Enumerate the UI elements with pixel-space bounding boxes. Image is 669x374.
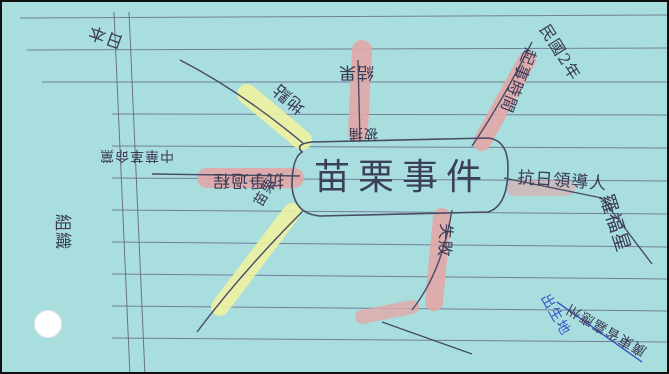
branch-highlights	[197, 40, 575, 324]
highlight-stroke	[473, 51, 536, 151]
branch-line	[179, 59, 305, 145]
highlight-stroke	[355, 300, 419, 324]
ruled-line	[26, 47, 667, 51]
ruled-line	[111, 241, 667, 248]
branch-lines	[151, 41, 653, 363]
center-oval	[291, 137, 509, 217]
branch-line	[471, 41, 533, 147]
ruled-line	[111, 337, 667, 343]
center-topic: 苗栗事件	[313, 157, 490, 198]
branch-line	[601, 197, 653, 265]
branch-line	[503, 177, 603, 199]
branch-line	[357, 59, 361, 143]
ruled-line	[111, 145, 667, 149]
branch-label: 結果	[338, 62, 374, 82]
highlight-stroke	[348, 40, 372, 142]
branch-label: 組織	[52, 214, 72, 250]
ruled-line	[19, 14, 667, 19]
branch-line	[151, 173, 301, 177]
branch-line	[196, 211, 303, 333]
branch-line	[381, 321, 473, 355]
margin-line-right	[128, 11, 146, 372]
ruled-line	[111, 273, 667, 280]
highlight-stroke	[237, 84, 312, 150]
branch-label: 失敗	[434, 222, 456, 259]
branch-line	[556, 301, 643, 363]
margin-line-left	[113, 11, 131, 372]
highlight-stroke	[425, 208, 451, 311]
branch-label: 中華革命黨	[99, 147, 174, 163]
binder-hole	[34, 310, 62, 338]
branch-line	[411, 209, 453, 311]
branch-label: 被捕	[348, 125, 378, 141]
ruled-line	[111, 209, 667, 215]
ruled-line	[111, 113, 667, 116]
